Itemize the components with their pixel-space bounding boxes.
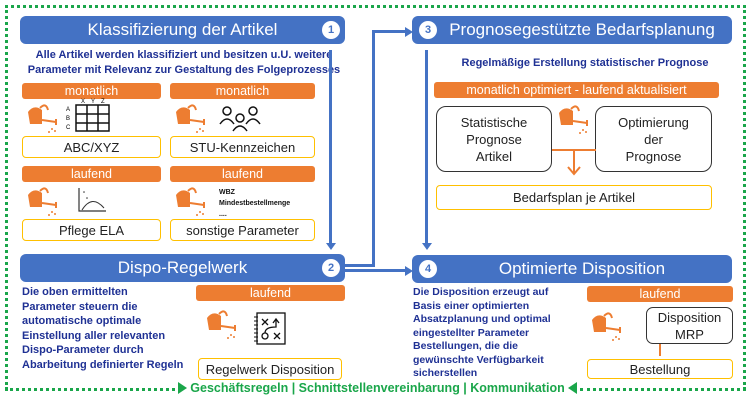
section2-number-badge: 2 <box>322 259 340 277</box>
connector-2-to-3-top <box>372 30 406 33</box>
watering-can-icon <box>28 104 57 133</box>
people-group-icon <box>219 106 261 132</box>
card-ela-frequency: laufend <box>22 166 161 182</box>
section2-description-line: automatische optimale <box>22 315 142 327</box>
card-stu-frequency: monatlich <box>170 83 315 99</box>
statistical-forecast-line: Prognose <box>466 131 522 147</box>
statistical-forecast-line: Artikel <box>475 148 513 164</box>
parameter-list-item: WBZ <box>219 189 235 196</box>
section3-frequency: monatlich optimiert - laufend aktualisie… <box>434 82 719 98</box>
section4-description-line: eingestellter Parameter <box>413 326 530 339</box>
section2-description-line: Abarbeitung definierter Regeln <box>22 358 184 371</box>
section3-header: 3 Prognosegestützte Bedarfsplanung <box>412 16 732 44</box>
card-params-label: sonstige Parameter <box>170 219 315 241</box>
mrp-to-order-connector <box>659 344 661 356</box>
forecast-optimization-line: der <box>644 131 663 147</box>
parameter-list-item: Mindestbestellmenge <box>219 200 291 207</box>
forecast-optimization-box: Optimierung der Prognose <box>595 106 712 172</box>
section4-description-line: Absatzplanung und optimal <box>413 313 551 325</box>
section1-description-line: Alle Artikel werden klassifiziert und be… <box>35 49 333 61</box>
card-abcxyz-frequency: monatlich <box>22 83 161 99</box>
footer: Geschäftsregeln | Schnittstellenvereinba… <box>175 381 580 395</box>
card-stu-label: STU-Kennzeichen <box>170 136 315 158</box>
section3-result: Bedarfsplan je Artikel <box>436 185 712 210</box>
connector-3-to-4 <box>425 50 428 243</box>
svg-text:A: A <box>66 107 70 113</box>
section2-description: Die oben ermittelten Parameter steuern d… <box>22 285 202 372</box>
frame-left-border <box>5 5 8 390</box>
section4-frequency: laufend <box>587 286 733 302</box>
section2-description-line: Einstellung aller relevanten <box>22 329 166 342</box>
statistical-forecast-box: Statistische Prognose Artikel <box>436 106 552 172</box>
connector-2-to-4 <box>345 269 405 272</box>
section2-description-line: Dispo-Parameter durch <box>22 344 144 356</box>
card-ela-label: Pflege ELA <box>22 219 161 241</box>
section4-description-line: Basis einer optimierten <box>413 299 530 312</box>
forecast-optimization-line: Prognose <box>625 148 682 164</box>
svg-text:Y: Y <box>91 99 95 105</box>
section1-description: Alle Artikel werden klassifiziert und be… <box>24 48 344 78</box>
svg-text:B: B <box>66 116 70 122</box>
section2-title: Dispo-Regelwerk <box>117 258 248 277</box>
section4-description-line: gewünschte Verfügbarkeit <box>413 353 544 366</box>
watering-can-icon <box>28 187 57 216</box>
section1-header: Klassifizierung der Artikel 1 <box>20 16 345 44</box>
section1-description-line: Parameter mit Relevanz zur Gestaltung de… <box>27 64 341 76</box>
statistical-forecast-line: Statistische <box>460 114 528 130</box>
arrow-right-icon <box>178 382 188 394</box>
section4-header: 4 Optimierte Disposition <box>412 255 732 283</box>
section3-title: Prognosegestützte Bedarfsplanung <box>449 20 715 39</box>
watering-can-icon <box>176 104 205 133</box>
mrp-box-line: MRP <box>675 326 704 342</box>
section2-header: Dispo-Regelwerk 2 <box>20 254 345 282</box>
frame-bottom-right-border <box>580 388 746 391</box>
section4-title: Optimierte Disposition <box>498 259 666 278</box>
watering-can-icon <box>559 105 588 134</box>
section4-number-badge: 4 <box>419 260 437 278</box>
section4-description-line: Die Disposition erzeugt auf <box>413 286 549 298</box>
arrow-right-icon <box>405 266 413 276</box>
card-abcxyz-label: ABC/XYZ <box>22 136 161 158</box>
section4-description-line: Bestellungen, die die <box>413 340 519 352</box>
section2-description-line: Parameter steuern die <box>22 300 138 313</box>
frame-bottom-left-border <box>5 388 175 391</box>
section4-description-line: sicherstellen <box>413 367 478 379</box>
section3-number-badge: 3 <box>419 21 437 39</box>
section1-title: Klassifizierung der Artikel <box>87 20 278 39</box>
connector-2-to-3-v <box>372 30 375 267</box>
forecast-optimization-line: Optimierung <box>618 114 689 130</box>
mrp-box: Disposition MRP <box>646 307 733 344</box>
section2-frequency: laufend <box>196 285 345 301</box>
parameter-list: WBZ Mindestbestellmenge .... <box>219 187 290 220</box>
curve-chart-icon <box>78 188 106 212</box>
watering-can-icon <box>176 187 205 216</box>
abc-xyz-matrix-icon: X Y Z A B C <box>66 99 110 132</box>
watering-can-icon <box>592 312 621 341</box>
mrp-box-line: Disposition <box>657 309 722 325</box>
svg-text:C: C <box>66 125 71 131</box>
card-params-frequency: laufend <box>170 166 315 182</box>
strategy-board-icon <box>254 312 286 345</box>
section4-description: Die Disposition erzeugt auf Basis einer … <box>413 286 593 381</box>
frame-right-border <box>743 5 746 390</box>
arrow-down-icon <box>422 243 432 250</box>
connector-2-to-3-h <box>345 264 374 267</box>
svg-text:X: X <box>81 99 85 105</box>
frame-top-border <box>5 5 746 8</box>
section2-label: Regelwerk Disposition <box>198 358 342 380</box>
section2-description-line: Die oben ermittelten <box>22 286 128 298</box>
connector-1-to-2 <box>329 50 332 243</box>
section4-result: Bestellung <box>587 359 733 379</box>
section3-description: Regelmäßige Erstellung statistischer Pro… <box>461 57 709 69</box>
arrow-down-icon <box>326 243 336 250</box>
watering-can-icon <box>207 310 236 339</box>
footer-text: Geschäftsregeln | Schnittstellenvereinba… <box>190 381 565 395</box>
parameter-list-item: .... <box>219 211 227 218</box>
arrow-right-icon <box>405 27 413 37</box>
arrow-left-icon <box>567 382 577 394</box>
section1-number-badge: 1 <box>322 21 340 39</box>
merge-arrow-icon <box>552 149 596 176</box>
svg-text:Z: Z <box>101 99 105 105</box>
